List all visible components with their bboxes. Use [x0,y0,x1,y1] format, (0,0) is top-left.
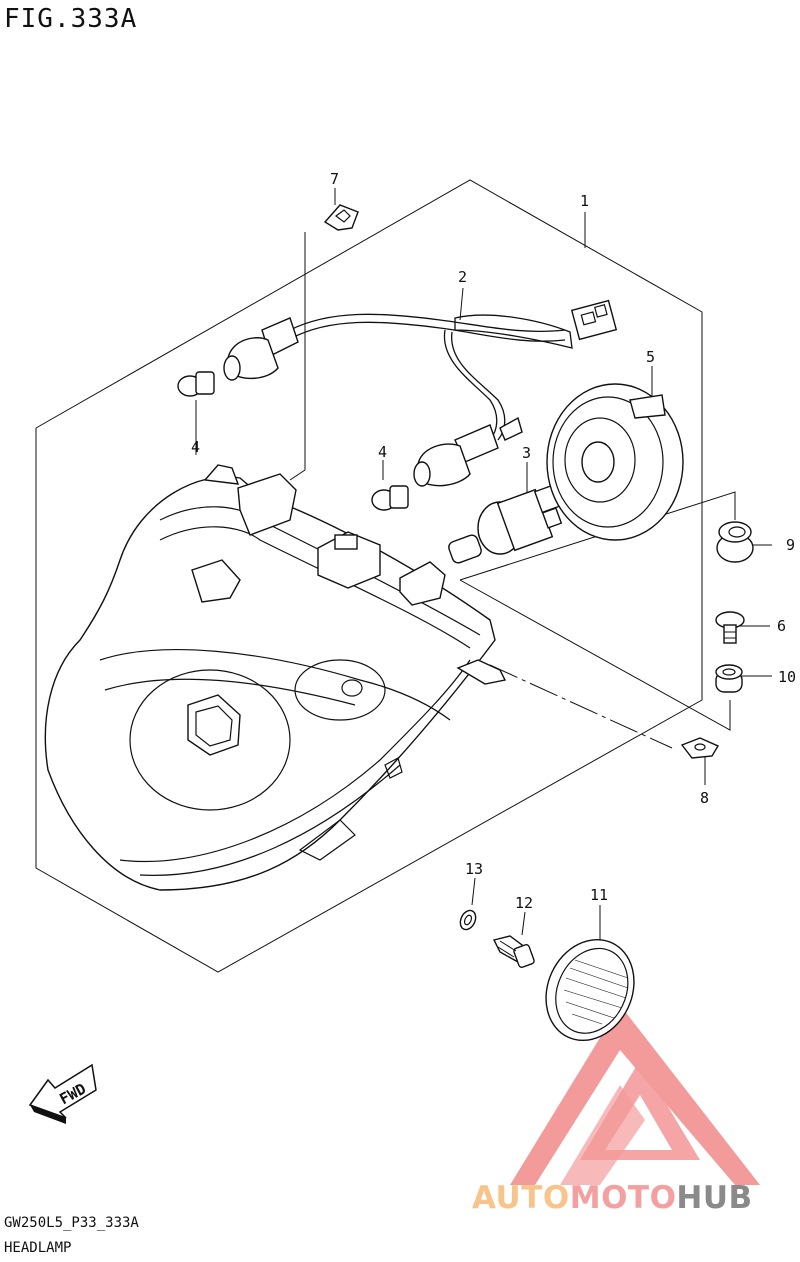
logo-part-auto: AUTO [472,1180,570,1216]
part-5-dust-cover [546,383,684,541]
callout-8: 8 [700,789,709,807]
callout-9: 9 [786,536,795,554]
part-12-screw [492,935,535,968]
part-13-washer [459,909,477,931]
callout-2: 2 [458,268,467,286]
callout-5: 5 [646,348,655,366]
part-6-collar [715,611,745,644]
figure-title: FIG.333A [4,4,138,34]
figure-caption: HEADLAMP [4,1240,72,1256]
callout-6: 6 [777,617,786,635]
callout-7: 7 [330,170,339,188]
callout-11: 11 [590,886,608,904]
fwd-arrow-icon: FWD [28,1063,97,1124]
part-4-bulb-lower [371,485,409,511]
headlamp-body [44,464,507,891]
part-4-bulb-upper [177,371,215,397]
watermark-logo-icon [510,1005,760,1185]
part-9-grommet [716,521,754,563]
callout-10: 10 [778,668,796,686]
grommet-group-bracket-lower [459,579,731,731]
callout-1: 1 [580,192,589,210]
part-7-clip [323,204,359,231]
part-10-grommet [715,664,743,693]
watermark-logo-text: AUTOMOTOHUB [472,1180,753,1216]
figure-code: GW250L5_P33_333A [4,1215,139,1231]
assembly-outline [35,179,703,973]
callout-4-upper: 4 [191,438,200,456]
part-8-nut-clip [680,737,720,759]
part-11-reflector [545,938,635,1042]
leader-lines [195,188,772,940]
grommet-group-bracket [459,491,736,581]
callout-4-lower: 4 [378,443,387,461]
callout-3: 3 [522,444,531,462]
callout-13: 13 [465,860,483,878]
logo-part-moto: MOTO [569,1180,677,1216]
callout-12: 12 [515,894,533,912]
logo-part-hub: HUB [676,1180,753,1216]
part-2-wire-harness [223,299,618,487]
